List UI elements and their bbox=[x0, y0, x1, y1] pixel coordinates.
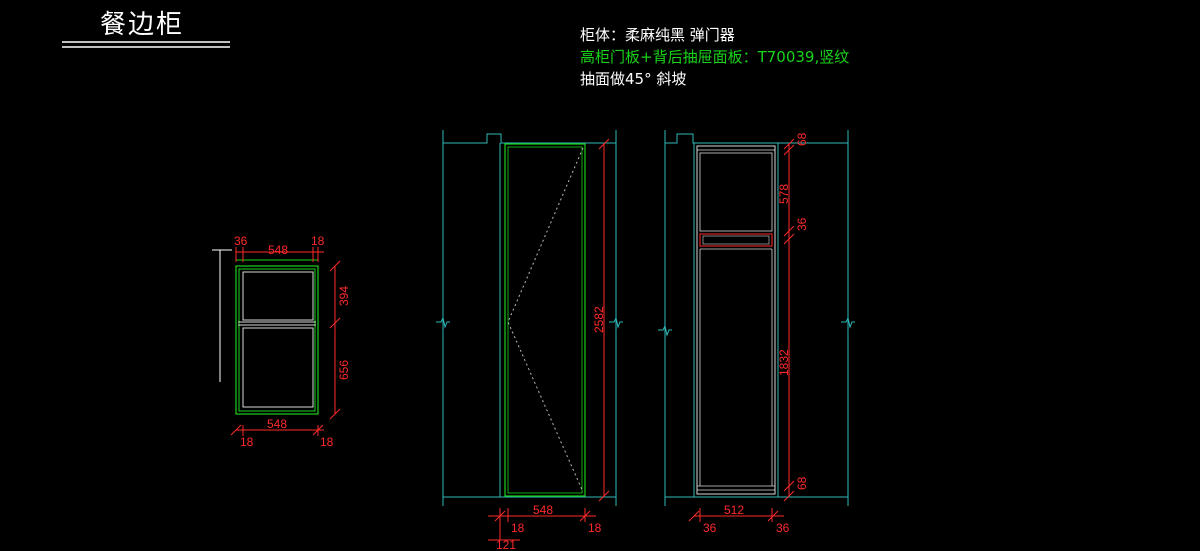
small-dim-lower: 656 bbox=[337, 360, 351, 380]
small-dim-top-mid: 548 bbox=[268, 243, 288, 257]
interior-dim-upper: 578 bbox=[777, 184, 791, 204]
interior-dim-left: 36 bbox=[703, 521, 717, 535]
small-dim-bottom-left: 18 bbox=[240, 435, 254, 449]
small-dim-top-left: 36 bbox=[234, 234, 248, 248]
small-dim-bottom-right: 18 bbox=[320, 435, 334, 449]
title-underline bbox=[62, 41, 230, 48]
tall-door-dim-right: 18 bbox=[588, 521, 602, 535]
interior-dim-right: 36 bbox=[776, 521, 790, 535]
tall-door-dim-left: 18 bbox=[511, 521, 525, 535]
small-dim-top-right: 18 bbox=[311, 234, 325, 248]
small-cabinet bbox=[212, 247, 341, 436]
tall-cabinet-interior-view bbox=[658, 130, 855, 522]
tall-cabinet-door-view bbox=[436, 130, 623, 541]
slope-note: 抽面做45° 斜坡 bbox=[580, 70, 687, 88]
interior-dim-top: 68 bbox=[795, 132, 809, 146]
tall-door-dim-width: 548 bbox=[533, 503, 553, 517]
material-note: 柜体：柔麻纯黑 弹门器 bbox=[580, 26, 735, 44]
interior-dim-lower: 1832 bbox=[777, 349, 791, 376]
interior-dim-bottom: 68 bbox=[795, 476, 809, 490]
small-dim-bottom-width: 548 bbox=[267, 417, 287, 431]
interior-dim-width: 512 bbox=[724, 503, 744, 517]
tall-door-dim-height: 2582 bbox=[592, 306, 606, 333]
door-panel-note: 高柜门板+背后抽屉面板：T70039,竖纹 bbox=[580, 48, 850, 66]
tall-door-dim-offset: 121 bbox=[496, 538, 516, 551]
small-dim-upper: 394 bbox=[337, 286, 351, 306]
drawing-title: 餐边柜 bbox=[100, 10, 185, 40]
interior-dim-drawer: 36 bbox=[795, 217, 809, 231]
